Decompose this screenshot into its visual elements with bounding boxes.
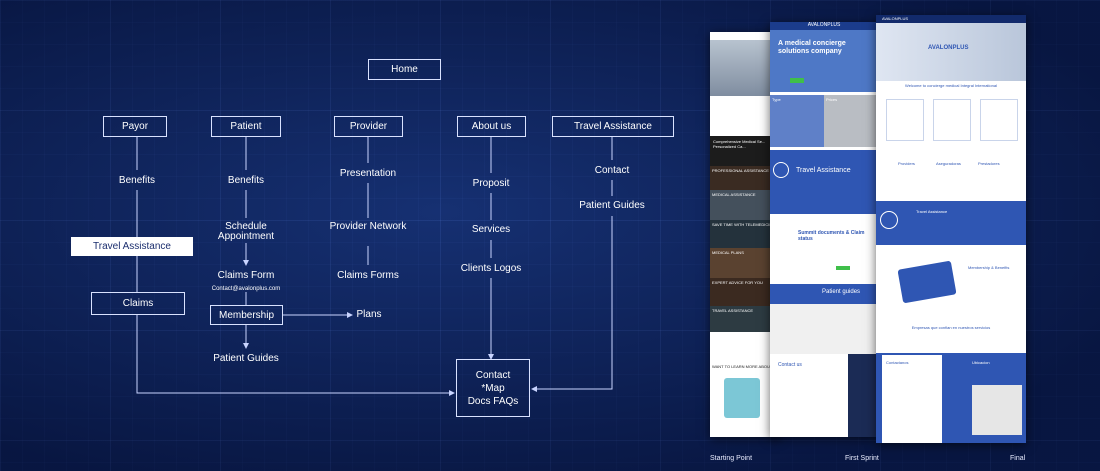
travel-contact: Contact	[594, 165, 630, 176]
claim-status-heading: Summit documents & Claim status	[798, 230, 865, 242]
patient-schedule-appointment: Schedule Appointment	[217, 221, 275, 242]
final-brand-logo: AVALONPLUS	[928, 45, 969, 51]
payor-benefits: Benefits	[118, 175, 156, 186]
final-contact-heading: Contactanos	[886, 360, 909, 365]
patient-claims-form: Claims Form	[217, 270, 275, 281]
claim-button	[836, 266, 850, 270]
patient-guides: Patient Guides	[213, 353, 279, 364]
feature-card-2	[933, 99, 971, 141]
final-location-heading: Ubicacion	[972, 360, 990, 365]
type-card: Type	[770, 95, 824, 147]
final-travel-heading: Travel Assistance	[916, 209, 948, 214]
membership-heading: Membership & Benefits	[968, 265, 1010, 270]
final-compass-icon	[880, 211, 898, 229]
home-node: Home	[368, 59, 441, 80]
starting-point-caption: Starting Point	[710, 455, 753, 462]
payor-node: Payor	[103, 116, 167, 137]
patient-guides-heading: Patient guides	[822, 289, 861, 295]
travel-assistance-node: Travel Assistance	[552, 116, 674, 137]
feature-card-3	[980, 99, 1018, 141]
final-screenshot: AVALONPLUS AVALONPLUS Welcome to concier…	[876, 15, 1026, 443]
illustration-image	[724, 378, 760, 418]
hero-cta	[790, 78, 804, 83]
final-intro: Welcome to concierge medical Integral In…	[905, 83, 997, 88]
hero-headline: A medical concierge solutions company	[778, 40, 846, 55]
contact-us-heading: Contact us	[778, 362, 802, 368]
connector-lines	[136, 137, 613, 396]
provider-claims-forms: Claims Forms	[337, 270, 399, 281]
patient-node: Patient	[211, 116, 281, 137]
patient-benefits: Benefits	[227, 175, 265, 186]
about-proposit: Proposit	[472, 178, 510, 189]
compass-icon	[773, 162, 789, 178]
travel-assistance-heading: Travel Assistance	[796, 167, 851, 174]
about-services: Services	[471, 224, 511, 235]
contact-map-faqs-node: Contact *Map Docs FAQs	[456, 359, 530, 417]
patient-contact-email: Contact@avalonplus.com	[211, 286, 281, 292]
provider-node: Provider	[334, 116, 403, 137]
about-us-node: About us	[457, 116, 526, 137]
aseguradoras-label: Aseguradoras	[936, 161, 961, 166]
map-image	[972, 385, 1022, 435]
prices-card: Prices	[824, 95, 878, 147]
provider-network: Provider Network	[329, 221, 407, 232]
providers-label: Providers	[898, 161, 915, 166]
prestadores-label: Prestadores	[978, 161, 1000, 166]
about-clients-logos: Clients Logos	[460, 263, 522, 274]
night-image	[848, 354, 878, 437]
final-caption: Final	[1010, 455, 1026, 462]
clients-heading: Empresas que confian en nuestros servici…	[911, 325, 991, 330]
patient-membership-node: Membership	[210, 305, 283, 325]
payor-travel-assistance-node: Travel Assistance	[71, 237, 193, 256]
plans-node: Plans	[356, 309, 382, 320]
travel-patient-guides: Patient Guides	[579, 200, 645, 211]
provider-presentation: Presentation	[339, 168, 397, 179]
payor-claims-node: Claims	[91, 292, 185, 315]
first-sprint-caption: First Sprint	[845, 455, 879, 462]
starting-point-screenshot: Comprehensive Medical Se... Personalized…	[710, 32, 780, 437]
feature-card-1	[886, 99, 924, 141]
contact-form	[882, 355, 942, 443]
first-sprint-screenshot: AVALONPLUS A medical concierge solutions…	[770, 22, 878, 437]
